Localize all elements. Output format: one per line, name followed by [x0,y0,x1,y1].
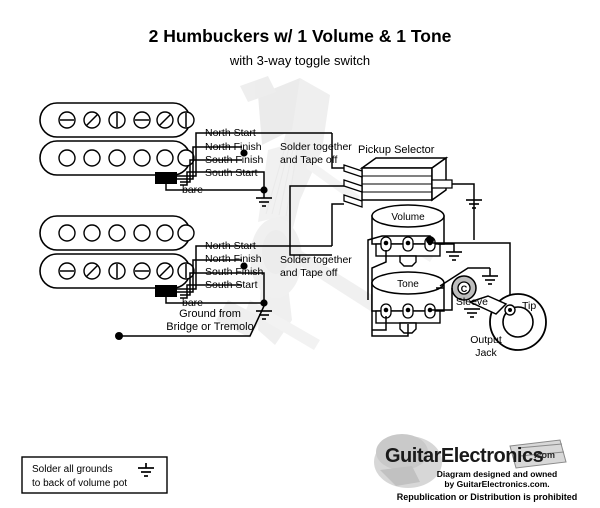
tone-lugs [380,303,436,319]
pickup-selector-label: Pickup Selector [358,144,435,156]
solder-note-line2: to back of volume pot [32,478,127,489]
neck-ground-symbol [256,197,272,207]
tone-capacitor: C [451,275,477,301]
neck-humbucker-pickup [39,102,195,184]
jack-label-line1: Output [470,334,502,346]
solder-note-line1: Solder all grounds [32,464,113,475]
bridge-humbucker-pickup [39,215,195,297]
output-jack [467,293,547,351]
ground-note-line2: Bridge or Tremolo [166,321,253,333]
bridge-label-north-finish: North Finish [205,253,262,265]
brand-logo-suffix: .com [534,450,555,460]
brand-credit-line1: Diagram designed and owned [437,469,557,479]
neck-label-south-finish: South Finish [205,154,264,166]
brand-face-watermark [374,434,442,488]
selector-output-terminal [431,179,453,189]
tone-capacitor-wiring [371,267,490,337]
bridge-solder-note-line1: Solder together [280,254,352,266]
bridge-ground-junction [260,299,268,307]
bridge-pole-slugs [58,224,195,242]
bridge-tremolo-ground-terminal [115,332,123,340]
page-title: 2 Humbuckers w/ 1 Volume & 1 Tone [149,26,452,46]
volume-lug3-solder [426,236,434,244]
tone-pot-label: Tone [397,279,419,290]
capacitor-label: C [461,284,468,294]
bridge-cable-exit [155,285,177,297]
bridge-label-south-finish: South Finish [205,266,264,278]
bridge-label-south-start: South Start [205,279,258,291]
bridge-label-bare: bare [182,297,203,309]
selector-contact-rails [362,175,432,193]
bridge-ground-symbol [256,310,272,320]
neck-solder-joint [240,149,248,157]
page-subtitle: with 3-way toggle switch [229,53,370,68]
selector-input-terminals [343,164,363,208]
neck-solder-note-line2: and Tape off [280,154,337,166]
pickup-selector-switch[interactable] [343,156,453,208]
selector-wiring [289,133,475,256]
solder-note-border [21,456,168,494]
brand-credit-line2: by GuitarElectronics.com. [444,479,549,489]
neck-label-bare: bare [182,184,203,196]
volume-pot-label: Volume [391,212,425,223]
neck-wire-labels: North Start North Finish South Finish So… [182,127,264,196]
neck-solder-note-line1: Solder together [280,141,352,153]
jack-sleeve-label: Sleeve [456,296,488,308]
bridge-tremolo-ground-wire [119,305,265,337]
ground-symbol-icon [138,463,154,477]
bridge-label-north-start: North Start [205,240,256,252]
selector-side-face [431,156,447,202]
bridge-screw-slots [60,264,187,278]
neck-lead-wires [165,132,332,198]
brand-legal-text: Republication or Distribution is prohibi… [397,492,578,502]
neck-label-north-finish: North Finish [205,141,262,153]
neck-ground-junction [260,186,268,194]
guitar-watermark [216,76,436,350]
bridge-solder-note-line2: and Tape off [280,267,337,279]
jack-tip-solder [508,308,512,312]
jack-sleeve-ground-symbol [464,308,480,318]
neck-pole-slugs [58,149,195,167]
neck-label-south-start: South Start [205,167,258,179]
volume-pot[interactable]: Volume [371,204,445,267]
volume-ground-wire [438,243,455,252]
jack-sleeve-lug [467,295,508,315]
jack-label-line2: Jack [475,347,497,359]
bridge-wire-labels: North Start North Finish South Finish So… [182,240,264,309]
brand-ribbon [509,439,567,469]
ground-note-line1: Ground from [179,308,241,320]
branding-block: GuitarElectronics .com Diagram designed … [374,434,577,502]
capacitor-inner [457,281,471,295]
volume-pot-top [371,204,445,228]
neck-cable-exit [155,172,177,184]
volume-pot-shaft [399,255,417,267]
brand-logo-text: GuitarElectronics [385,445,544,467]
bridge-solder-joint [240,262,248,270]
neck-screw-slots [60,113,187,127]
jack-tip-label: Tip [522,300,536,312]
solder-note-box: Solder all grounds to back of volume pot [21,456,168,494]
bridge-lead-wires [165,245,332,305]
neck-label-north-start: North Start [205,127,256,139]
